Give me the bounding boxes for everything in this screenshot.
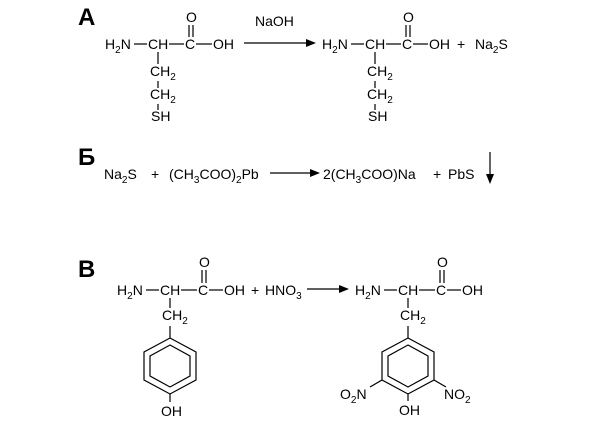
atom-ch2: CH2: [150, 63, 176, 83]
bond: [433, 379, 447, 388]
reactant-tyrosine: H2N CH C O OH CH2 OH: [117, 254, 245, 419]
product-pbs: PbS: [448, 166, 474, 182]
arrow-head: [339, 285, 349, 293]
atom-oh: OH: [161, 403, 182, 419]
product-sodium-acetate: 2(CH3COO)Na: [323, 166, 416, 186]
arrow-head: [306, 39, 316, 47]
plus-sign: +: [251, 282, 259, 298]
section-label-b: Б: [78, 144, 95, 171]
atom-c: C: [436, 282, 446, 298]
benzene-inner-ring: [149, 344, 191, 388]
atom-o: O: [199, 254, 210, 270]
reactant-cysteine: H2N CH C O OH CH2 CH2 SH: [105, 9, 234, 124]
benzene-ring: [381, 337, 435, 395]
atom-ch2: CH2: [150, 86, 176, 106]
benzene-inner-ring: [387, 344, 429, 388]
arrow-head: [486, 174, 494, 184]
atom-ch2: CH2: [400, 307, 426, 327]
atom-oh: OH: [399, 402, 420, 418]
atom-ch: CH: [148, 36, 168, 52]
plus-sign: +: [151, 166, 159, 182]
atom-ch: CH: [365, 36, 385, 52]
section-label-c: В: [78, 256, 95, 283]
section-label-a: А: [78, 4, 95, 31]
benzene-ring: [143, 337, 197, 395]
atom-o: O: [437, 254, 448, 270]
atom-ch2: CH2: [367, 86, 393, 106]
atom-oh: OH: [213, 36, 234, 52]
atom-h2n: H2N: [105, 36, 131, 56]
atom-o: O: [186, 9, 197, 25]
reactant-lead-acetate: (CH3COO)2Pb: [169, 166, 259, 186]
atom-h2n: H2N: [355, 282, 381, 302]
reagent-hno3: HNO3: [265, 282, 302, 302]
atom-sh: SH: [151, 108, 170, 124]
atom-ch2: CH2: [367, 63, 393, 83]
atom-h2n: H2N: [322, 36, 348, 56]
reagent-naoh: NaOH: [255, 13, 294, 29]
bond: [369, 379, 383, 388]
product-dinitrotyrosine: H2N CH C O OH CH2 O2N NO2 OH: [340, 254, 483, 418]
atom-o: O: [403, 9, 414, 25]
product-na2s: Na2S: [475, 36, 508, 56]
atom-c: C: [402, 36, 412, 52]
reactant-na2s: Na2S: [104, 166, 137, 186]
plus-sign: +: [457, 36, 465, 52]
atom-ch: CH: [398, 282, 418, 298]
arrow-head: [310, 169, 320, 177]
nitro-group-right: NO2: [444, 386, 471, 406]
atom-oh: OH: [224, 282, 245, 298]
atom-c: C: [185, 36, 195, 52]
atom-oh: OH: [462, 282, 483, 298]
atom-oh: OH: [429, 36, 450, 52]
atom-c: C: [198, 282, 208, 298]
atom-h2n: H2N: [117, 282, 143, 302]
nitro-group-left: O2N: [340, 386, 367, 406]
atom-sh: SH: [368, 108, 387, 124]
atom-ch2: CH2: [162, 307, 188, 327]
product-cysteine: H2N CH C O OH CH2 CH2 SH: [322, 9, 450, 124]
plus-sign: +: [433, 166, 441, 182]
atom-ch: CH: [160, 282, 180, 298]
